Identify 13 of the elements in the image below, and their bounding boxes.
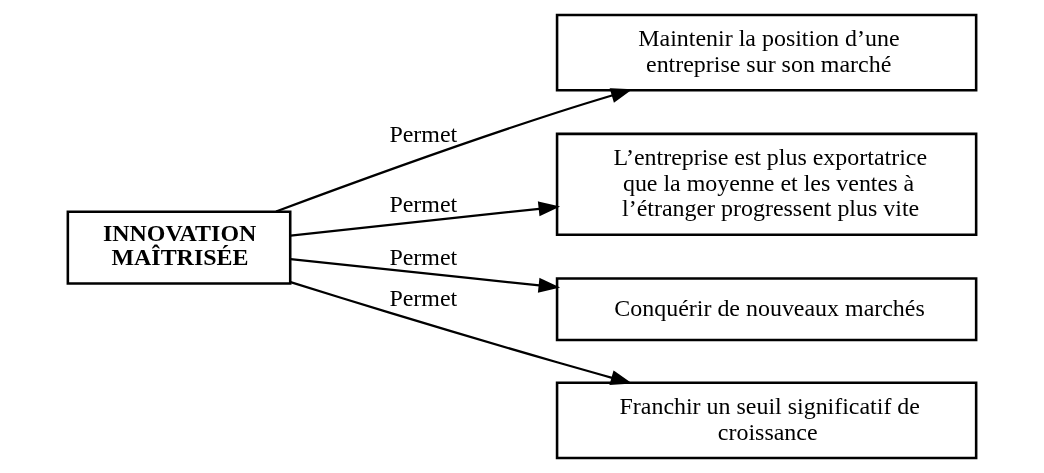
node-box: INNOVATION MAÎTRISÉE — [66, 210, 292, 285]
arrow — [275, 88, 633, 213]
arrow — [290, 201, 561, 237]
edge-label: Permet — [389, 191, 458, 218]
node-box: Franchir un seuil significatif de croissance — [555, 381, 978, 460]
edge-label: Permet — [389, 285, 458, 312]
arrow — [290, 281, 633, 385]
arrow — [290, 258, 561, 293]
edge-label: Permet — [389, 244, 458, 271]
node-box: Maintenir la position d’une entreprise sur son marché — [555, 13, 978, 92]
node-box: Conquérir de nouveaux marchés — [555, 277, 978, 342]
edge-label: Permet — [389, 120, 458, 147]
node-box: L’entreprise est plus exportatrice que la moyenne et les ventes à l’étranger progressent plus vite — [555, 132, 978, 237]
